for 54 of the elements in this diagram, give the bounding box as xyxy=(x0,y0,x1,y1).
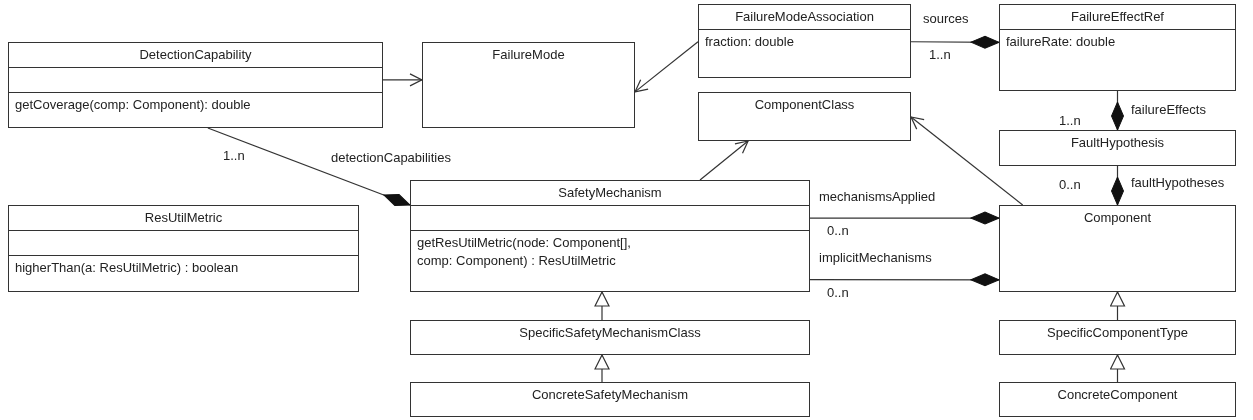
method-text: higherThan(a: ResUtilMetric) : boolean xyxy=(14,259,240,277)
class-name: SpecificComponentType xyxy=(1046,324,1189,342)
class-box xyxy=(8,205,359,292)
class-name: ResUtilMetric xyxy=(143,209,224,227)
class-box xyxy=(698,92,911,141)
class-name: SpecificSafetyMechanismClass xyxy=(518,324,702,342)
multiplicity-label: 0..n xyxy=(1058,177,1082,192)
edge-label: implicitMechanisms xyxy=(818,250,933,265)
edge-label: failureEffects xyxy=(1130,102,1207,117)
attribute-text: fraction: double xyxy=(704,33,795,51)
generalization-arrow xyxy=(594,354,610,383)
class-box xyxy=(999,205,1236,292)
generalization-arrow xyxy=(594,291,610,321)
composition-line xyxy=(809,273,1000,287)
edge-label: faultHypotheses xyxy=(1130,175,1226,190)
generalization-arrow xyxy=(1109,354,1126,383)
class-name: FailureMode xyxy=(491,46,566,64)
association-arrow xyxy=(699,140,749,181)
composition-line xyxy=(207,127,411,207)
multiplicity-label: 1..n xyxy=(1058,113,1082,128)
class-box xyxy=(422,42,635,128)
multiplicity-label: 0..n xyxy=(826,223,850,238)
multiplicity-label: 1..n xyxy=(222,148,246,163)
composition-line xyxy=(809,211,1000,225)
class-name: ComponentClass xyxy=(753,96,856,114)
class-box xyxy=(410,320,810,355)
class-box xyxy=(999,4,1236,91)
class-box xyxy=(698,4,911,78)
class-name: DetectionCapability xyxy=(138,46,253,64)
class-box xyxy=(999,320,1236,355)
class-box xyxy=(410,180,810,292)
association-arrow xyxy=(634,41,699,93)
association-arrow xyxy=(382,73,423,87)
multiplicity-label: 1..n xyxy=(928,47,952,62)
method-text: getCoverage(comp: Component): double xyxy=(14,96,252,114)
class-box xyxy=(999,130,1236,166)
class-name: SafetyMechanism xyxy=(557,184,663,202)
class-box xyxy=(999,382,1236,417)
class-name: FailureModeAssociation xyxy=(734,8,875,26)
association-arrow xyxy=(910,116,1024,206)
class-box xyxy=(410,382,810,417)
attribute-text: failureRate: double xyxy=(1005,33,1117,51)
class-name: ConcreteComponent xyxy=(1056,386,1179,404)
class-name: ConcreteSafetyMechanism xyxy=(530,386,690,404)
class-box xyxy=(8,42,383,128)
multiplicity-label: 0..n xyxy=(826,285,850,300)
class-name: FailureEffectRef xyxy=(1070,8,1165,26)
generalization-arrow xyxy=(1109,291,1126,321)
edge-label: detectionCapabilities xyxy=(330,150,452,165)
class-name: FaultHypothesis xyxy=(1069,134,1166,152)
class-name: Component xyxy=(1082,209,1153,227)
method-text: getResUtilMetric(node: Component[], comp: Component) : ResUtilMetric xyxy=(416,234,632,270)
edge-label: mechanismsApplied xyxy=(818,189,937,204)
composition-line xyxy=(910,35,1000,49)
